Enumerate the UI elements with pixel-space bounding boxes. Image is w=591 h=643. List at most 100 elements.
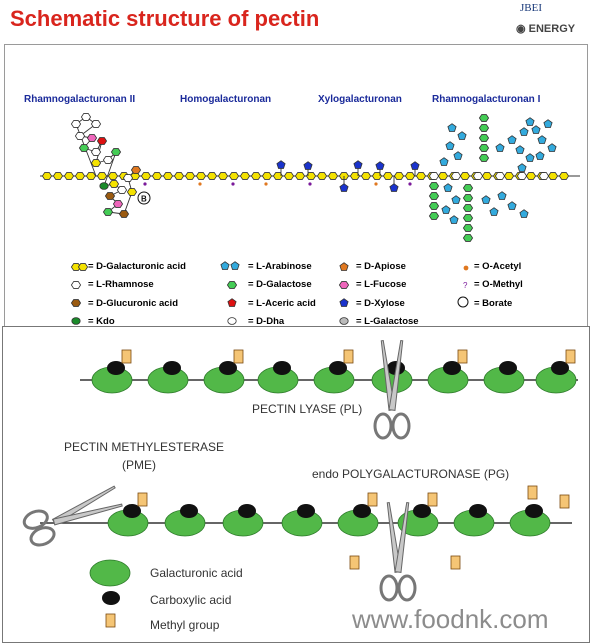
- xylose-unit: [339, 183, 349, 192]
- galacturonic-unit: [96, 172, 108, 180]
- green-oval-icon: [71, 317, 81, 325]
- arabinose-unit: [441, 205, 451, 214]
- arabinose-unit: [489, 207, 499, 216]
- black-dot-icon: [102, 591, 120, 605]
- galacturonic-unit: [415, 172, 427, 180]
- galacturonic-unit: [217, 172, 229, 180]
- galacturonic-unit: [481, 172, 493, 180]
- galacturonic-unit: [206, 172, 218, 180]
- galactose-unit: [478, 124, 490, 132]
- methyl-square: [121, 349, 132, 364]
- galacturonic-unit: [525, 172, 537, 180]
- galacturonic-unit: [162, 172, 174, 180]
- borate-icon: [457, 296, 469, 308]
- legend-label-dha: = D-Dha: [248, 316, 285, 327]
- carboxylic-dot: [107, 361, 125, 375]
- methyl-square: [559, 494, 570, 509]
- legend-label-borate: = Borate: [474, 298, 513, 309]
- blue-pentagon-icon: [339, 298, 349, 307]
- methyl-square: [450, 555, 461, 570]
- acetyl-icon: [463, 265, 469, 271]
- legend-label-arabinose: = L-Arabinose: [248, 261, 312, 272]
- white-hexagon-icon: [70, 281, 82, 289]
- arabinose-unit: [519, 209, 529, 218]
- methyl-marker: [231, 182, 235, 186]
- arabinose-unit: [535, 151, 545, 160]
- jbei-logo: JBEI ◉ ENERGY: [516, 2, 586, 38]
- arabinose-unit: [515, 145, 525, 154]
- galacturonic-unit: [305, 172, 317, 180]
- methyl-icon: ?: [463, 281, 468, 290]
- sugar-unit: [102, 208, 114, 216]
- galacturonic-unit: [503, 172, 515, 180]
- galacturonic-unit: [228, 172, 240, 180]
- legend-label-aceric: = L-Aceric acid: [248, 298, 316, 309]
- green-ellipse-icon: [89, 559, 131, 587]
- galacturonic-unit: [371, 172, 383, 180]
- methyl-square: [343, 349, 354, 364]
- pink-hexagon-icon: [338, 281, 350, 289]
- legend-label-kdo: = Kdo: [88, 316, 115, 327]
- logo-text-top: JBEI: [520, 2, 542, 14]
- arabinose-unit: [497, 191, 507, 200]
- scissor-handle: [29, 526, 56, 547]
- galactose-unit: [462, 194, 474, 202]
- cyan-pentagon-icon: [230, 261, 240, 270]
- legend-label-glucuronic: = D-Glucuronic acid: [88, 298, 179, 309]
- rhamnose-unit: [428, 172, 440, 180]
- scissor-handle: [22, 509, 49, 530]
- galacturonic-unit: [547, 172, 559, 180]
- galacturonic-unit: [327, 172, 339, 180]
- rhamnose-unit: [90, 148, 102, 156]
- scissor-handle: [379, 574, 399, 602]
- xylose-unit: [353, 160, 363, 169]
- galactose-unit: [478, 144, 490, 152]
- galactose-unit: [462, 184, 474, 192]
- kdo-unit: [99, 182, 109, 190]
- logo-text-bottom: ◉ ENERGY: [516, 23, 576, 35]
- key-label-methyl: Methyl group: [150, 618, 220, 632]
- sugar-unit: [90, 159, 102, 167]
- xylose-unit: [410, 161, 420, 170]
- carboxylic-dot: [273, 361, 291, 375]
- carboxylic-dot: [353, 504, 371, 518]
- rhamnose-unit: [116, 186, 128, 194]
- scissor-handle: [373, 412, 393, 440]
- carboxylic-dot: [297, 504, 315, 518]
- galacturonic-unit: [316, 172, 328, 180]
- key-label-galacturonic: Galacturonic acid: [150, 566, 243, 580]
- galactose-unit: [462, 214, 474, 222]
- galacturonic-unit: [140, 172, 152, 180]
- galacturonic-unit: [294, 172, 306, 180]
- rhamnose-unit: [102, 156, 114, 164]
- sugar-unit: [112, 200, 124, 208]
- galacturonic-unit: [195, 172, 207, 180]
- galactose-unit: [478, 154, 490, 162]
- scissor-handle: [397, 574, 417, 602]
- arabinose-unit: [507, 135, 517, 144]
- galacturonic-unit: [184, 172, 196, 180]
- arabinose-unit: [451, 195, 461, 204]
- galacturonic-unit: [41, 172, 53, 180]
- galacturonic-unit: [52, 172, 64, 180]
- galacturonic-unit: [558, 172, 570, 180]
- rhamnose-unit: [122, 174, 134, 182]
- galactose-unit: [462, 224, 474, 232]
- galacturonic-unit: [261, 172, 273, 180]
- watermark: www.foodnk.com: [352, 604, 549, 634]
- methyl-square: [427, 492, 438, 507]
- white-oval-icon: [227, 317, 237, 325]
- methyl-square: [565, 349, 576, 364]
- sugar-unit: [104, 192, 116, 200]
- galacturonic-unit: [250, 172, 262, 180]
- arabinose-unit: [443, 183, 453, 192]
- legend-label-l-galactose: = L-Galactose: [356, 316, 419, 327]
- galacturonic-unit: [63, 172, 75, 180]
- methyl-marker: [308, 182, 312, 186]
- arabinose-unit: [447, 123, 457, 132]
- galacturonic-unit: [173, 172, 185, 180]
- arabinose-unit: [495, 143, 505, 152]
- carboxylic-dot: [499, 361, 517, 375]
- arabinose-unit: [507, 201, 517, 210]
